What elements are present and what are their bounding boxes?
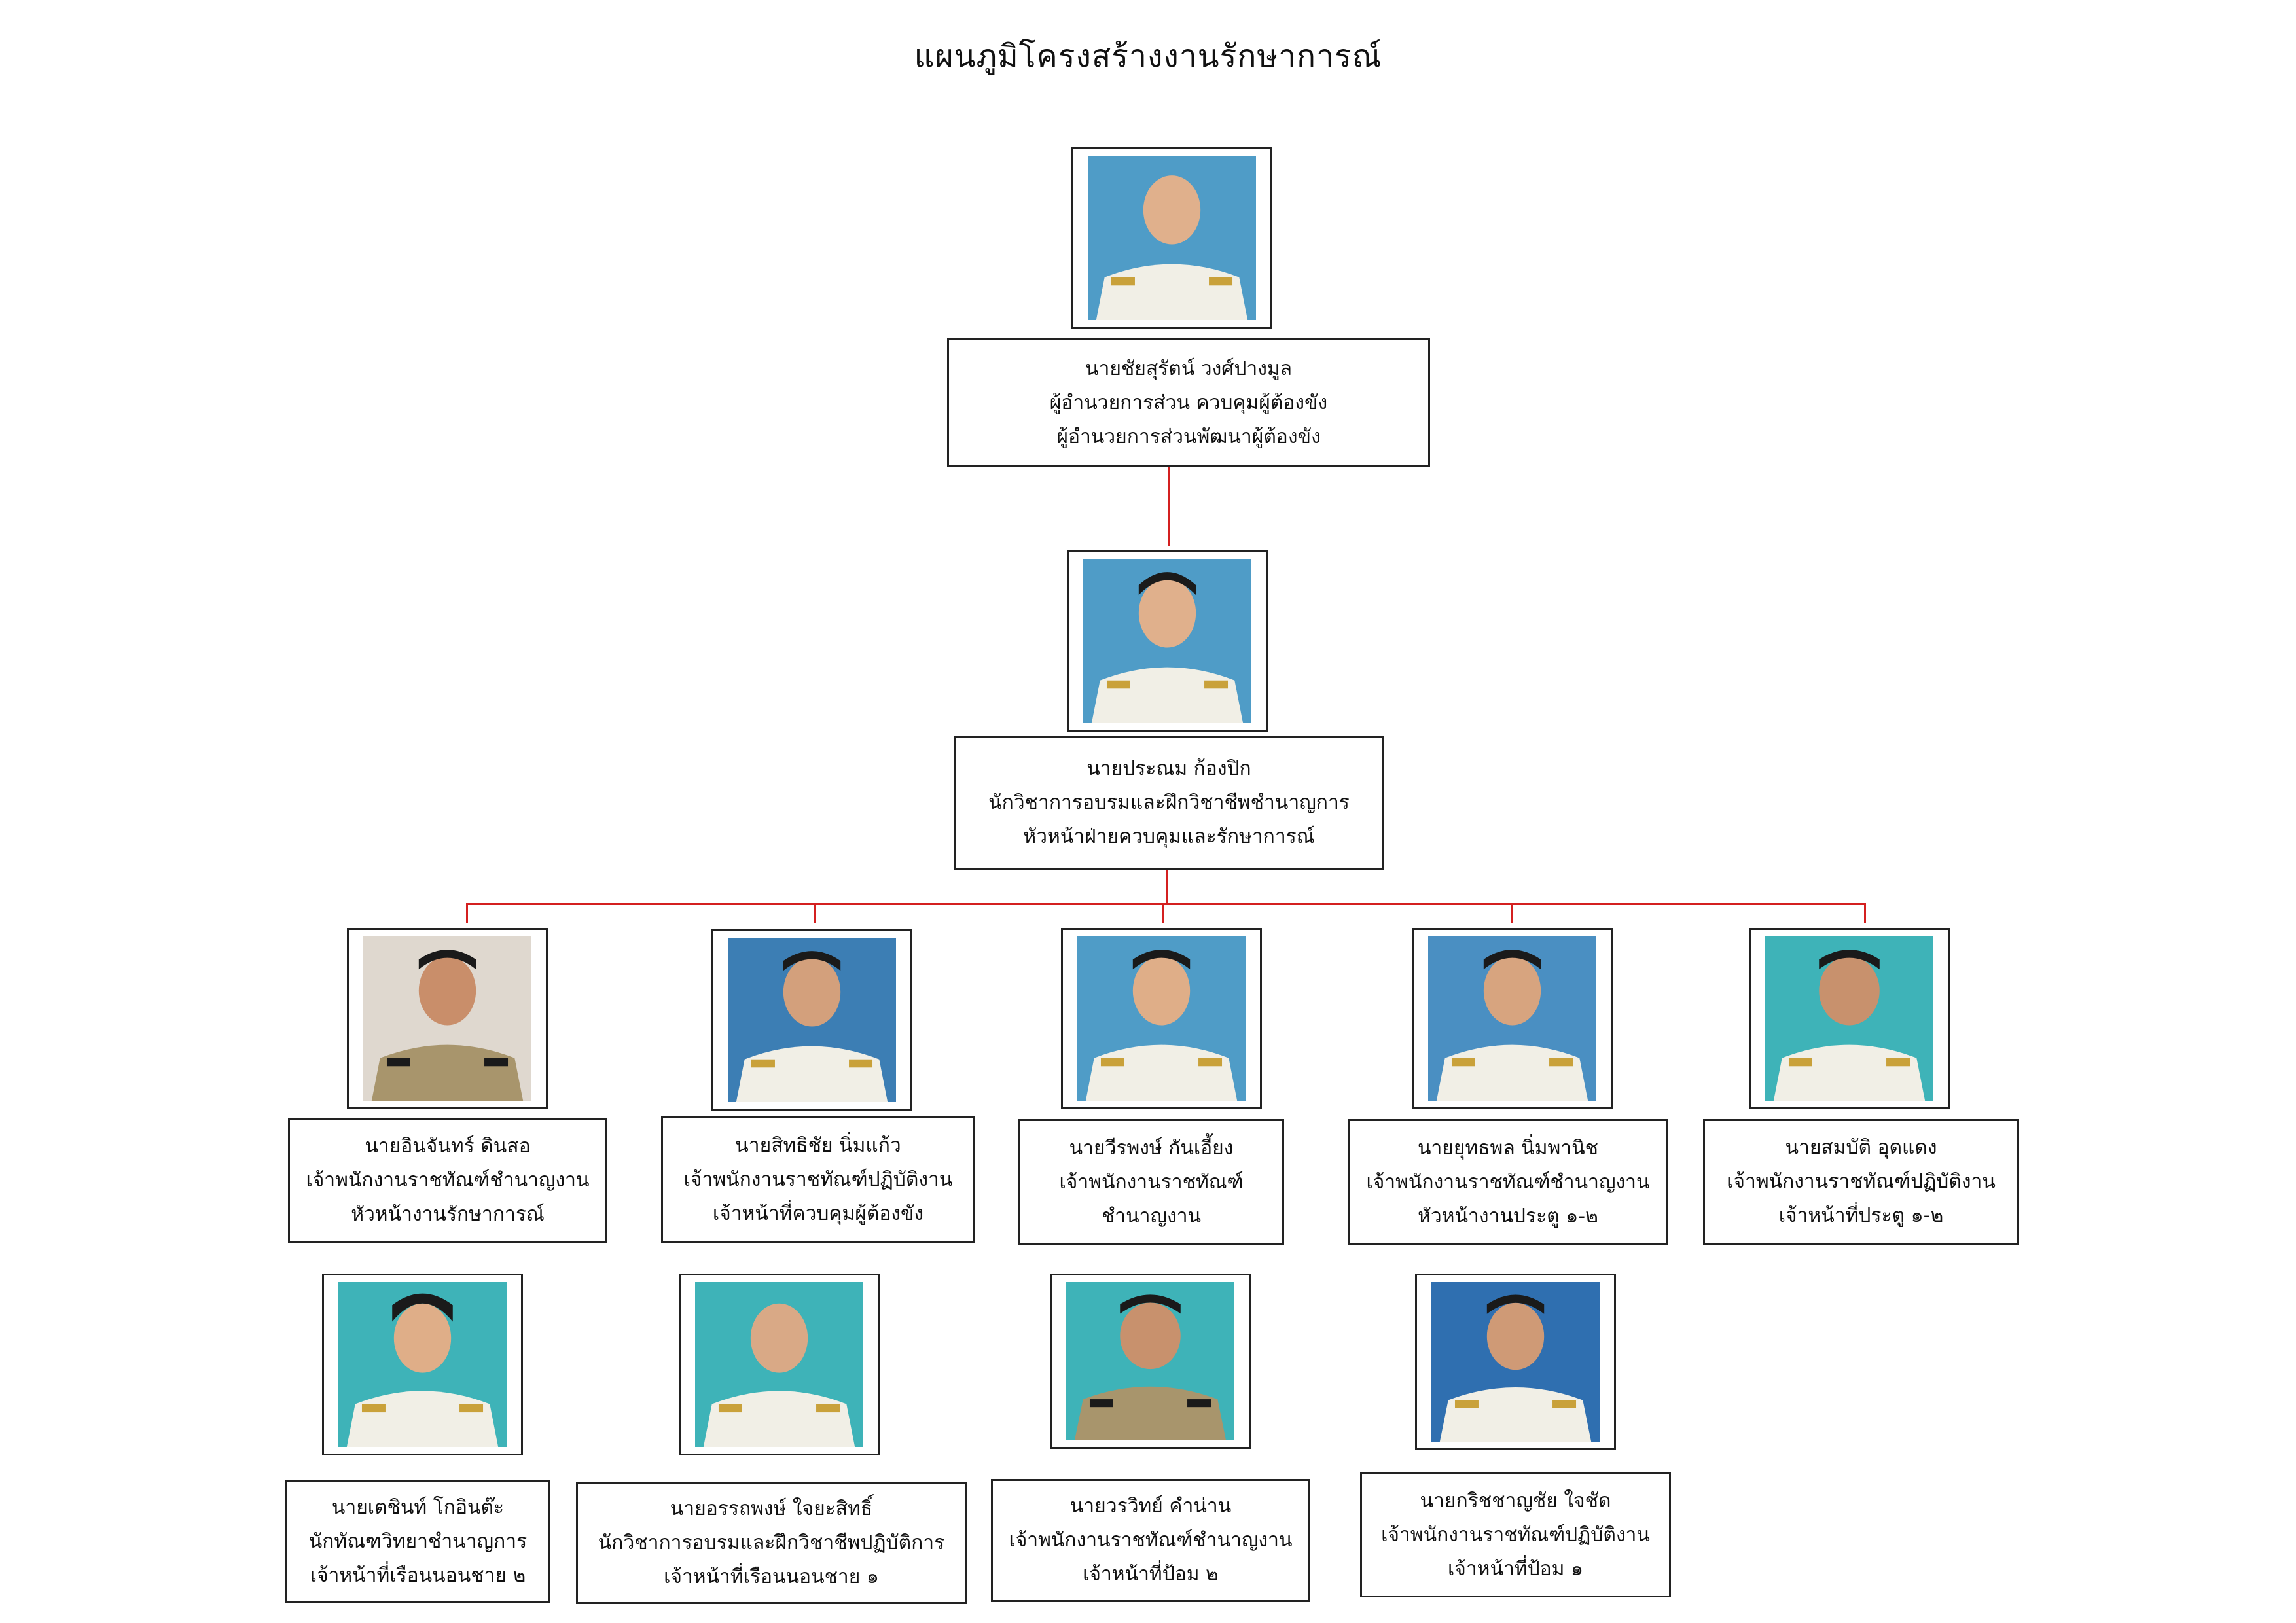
person-card-head: นายประณม ก้องปิก นักวิชาการอบรมและฝึกวิช… — [954, 736, 1384, 870]
person-card: นายอรรถพงษ์ ใจยะสิทธิ์ นักวิชาการอบรมและ… — [576, 1482, 967, 1604]
connector-drop-1 — [466, 903, 468, 923]
person-duty: เจ้าหน้าที่เรือนนอนชาย ๒ — [310, 1564, 526, 1587]
person-position: เจ้าพนักงานราชทัณฑ์ปฏิบัติงาน — [1381, 1523, 1650, 1546]
chart-title: แผนภูมิโครงสร้างงานรักษาการณ์ — [914, 38, 1382, 75]
person-name: นายกริชชาญชัย ใจชัด — [1420, 1489, 1611, 1512]
person-name: นายสมบัติ อุดแดง — [1785, 1136, 1937, 1159]
person-duty: หัวหน้างานรักษาการณ์ — [351, 1203, 545, 1226]
person-position: เจ้าพนักงานราชทัณฑ์ชำนาญงาน — [1009, 1529, 1293, 1552]
person-duty: เจ้าหน้าที่ป้อม ๑ — [1448, 1557, 1583, 1580]
connector-horizontal — [466, 903, 1866, 905]
person-name: นายวีรพงษ์ กันเอี้ยง — [1069, 1136, 1234, 1160]
connector-drop-5 — [1864, 903, 1866, 923]
person-duty: เจ้าหน้าที่เรือนนอนชาย ๑ — [664, 1565, 879, 1588]
person-name: นายเตชินท์ โกอินต๊ะ — [331, 1496, 505, 1519]
portrait-photo — [711, 929, 912, 1111]
portrait-photo — [347, 928, 548, 1109]
person-card: นายวีรพงษ์ กันเอี้ยง เจ้าพนักงานราชทัณฑ์… — [1018, 1119, 1284, 1245]
connector-top-to-head — [1168, 466, 1170, 546]
person-duty: เจ้าหน้าที่ป้อม ๒ — [1083, 1563, 1219, 1586]
person-position: นักทัณฑวิทยาชำนาญการ — [308, 1530, 528, 1553]
portrait-photo — [322, 1274, 523, 1455]
person-card-top: นายชัยสุรัตน์ วงศ์ปางมูล ผู้อำนวยการส่วน… — [947, 338, 1430, 467]
person-card: นายกริชชาญชัย ใจชัด เจ้าพนักงานราชทัณฑ์ป… — [1360, 1472, 1671, 1597]
connector-drop-4 — [1511, 903, 1513, 923]
person-name: นายอินจันทร์ ดินสอ — [365, 1135, 531, 1158]
person-card: นายสมบัติ อุดแดง เจ้าพนักงานราชทัณฑ์ปฏิบ… — [1703, 1119, 2019, 1245]
person-duty: หัวหน้างานประตู ๑-๒ — [1418, 1204, 1598, 1228]
person-card: นายสิทธิชัย นิ่มแก้ว เจ้าพนักงานราชทัณฑ์… — [661, 1116, 975, 1243]
person-position: นักวิชาการอบรมและฝึกวิชาชีพปฏิบัติการ — [598, 1531, 945, 1554]
person-position: เจ้าพนักงานราชทัณฑ์ — [1059, 1170, 1244, 1194]
person-name: นายประณม ก้องปิก — [1086, 757, 1251, 780]
portrait-photo — [1749, 928, 1950, 1109]
connector-drop-2 — [814, 903, 816, 923]
person-name: นายวรวิทย์ คำน่าน — [1069, 1495, 1232, 1518]
person-card: นายวรวิทย์ คำน่าน เจ้าพนักงานราชทัณฑ์ชำน… — [991, 1479, 1310, 1602]
person-duty: หัวหน้าฝ่ายควบคุมและรักษาการณ์ — [1023, 825, 1315, 848]
person-name: นายยุทธพล นิ่มพานิช — [1417, 1136, 1599, 1160]
portrait-photo — [679, 1274, 880, 1455]
person-position: นักวิชาการอบรมและฝึกวิชาชีพชำนาญการ — [988, 791, 1350, 814]
person-name: นายชัยสุรัตน์ วงศ์ปางมูล — [1085, 357, 1293, 380]
portrait-photo — [1071, 147, 1272, 329]
person-duty: ชำนาญงาน — [1101, 1204, 1202, 1228]
connector-head-down — [1166, 870, 1168, 904]
person-position: เจ้าพนักงานราชทัณฑ์ปฏิบัติงาน — [1727, 1170, 1996, 1193]
person-position: ผู้อำนวยการส่วน ควบคุมผู้ต้องขัง — [1049, 391, 1328, 414]
portrait-photo — [1050, 1274, 1251, 1449]
person-duty: เจ้าหน้าที่ประตู ๑-๒ — [1778, 1204, 1944, 1227]
portrait-photo — [1415, 1274, 1616, 1450]
person-duty: ผู้อำนวยการส่วนพัฒนาผู้ต้องขัง — [1056, 425, 1321, 448]
portrait-photo — [1061, 928, 1262, 1109]
person-card: นายอินจันทร์ ดินสอ เจ้าพนักงานราชทัณฑ์ชำ… — [288, 1118, 607, 1243]
person-name: นายสิทธิชัย นิ่มแก้ว — [735, 1133, 901, 1157]
person-position: เจ้าพนักงานราชทัณฑ์ชำนาญงาน — [1366, 1170, 1650, 1194]
connector-drop-3 — [1162, 903, 1164, 923]
person-card: นายเตชินท์ โกอินต๊ะ นักทัณฑวิทยาชำนาญการ… — [285, 1480, 550, 1603]
person-duty: เจ้าหน้าที่ควบคุมผู้ต้องขัง — [712, 1202, 924, 1225]
person-card: นายยุทธพล นิ่มพานิช เจ้าพนักงานราชทัณฑ์ช… — [1348, 1119, 1668, 1245]
person-name: นายอรรถพงษ์ ใจยะสิทธิ์ — [670, 1497, 873, 1520]
person-position: เจ้าพนักงานราชทัณฑ์ชำนาญงาน — [306, 1169, 590, 1192]
person-position: เจ้าพนักงานราชทัณฑ์ปฏิบัติงาน — [683, 1168, 953, 1191]
portrait-photo — [1412, 928, 1613, 1109]
portrait-photo — [1067, 550, 1268, 732]
